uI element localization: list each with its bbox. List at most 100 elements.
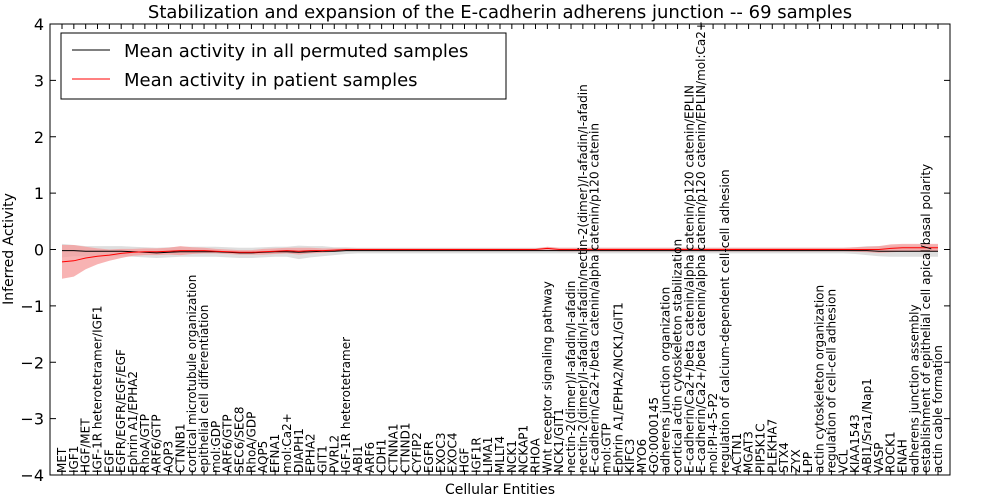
x-tick-label: regulation of cell-cell adhesion <box>825 289 839 473</box>
band-series-1 <box>62 243 938 279</box>
x-tick-label: cortical actin cytoskeleton stabilizatio… <box>671 239 685 473</box>
x-tick-label: EGFR <box>422 441 436 473</box>
x-tick-label: RhoA/GTP <box>138 414 152 473</box>
x-tick-label: mol:GDP <box>209 421 223 473</box>
x-tick-label: ARF6 <box>363 442 377 473</box>
x-tick-label: VASP <box>872 442 886 473</box>
x-tick-label: establishment of epithelial cell apical/… <box>919 164 933 473</box>
line-series-1 <box>61 247 938 263</box>
y-tick-label: 1 <box>34 184 44 203</box>
x-tick-label: GO:0000145 <box>647 397 661 473</box>
x-tick-label: CYFIP2 <box>410 432 424 473</box>
confidence-bands <box>62 243 938 279</box>
y-tick-label: −2 <box>20 353 44 372</box>
y-tick-label: 4 <box>34 15 44 34</box>
x-tick-label: DIAPH1 <box>292 428 306 473</box>
x-tick-label: MET <box>55 447 69 473</box>
x-tick-label: IGF-1R heterotetramer <box>339 337 353 473</box>
x-tick-label: NCKAP1 <box>517 425 531 473</box>
x-tick-label: KIFC3 <box>623 439 637 473</box>
x-tick-label: E-cadherin/Ca2+/beta catenin/alpha caten… <box>588 123 602 473</box>
chart-title: Stabilization and expansion of the E-cad… <box>148 2 852 23</box>
x-tick-label: IGF-1R heterotetramer/IGF1 <box>91 306 105 473</box>
legend-box <box>60 32 507 100</box>
x-tick-label: SEC6/SEC8 <box>233 407 247 473</box>
x-tick-label: MGAT3 <box>742 431 756 473</box>
legend: Mean activity in all permuted samples Me… <box>60 32 507 100</box>
x-tick-label: actin cytoskeleton organization <box>813 285 827 473</box>
y-tick-label: −1 <box>20 297 44 316</box>
x-tick-label: EGF <box>102 449 116 473</box>
legend-label-patient: Mean activity in patient samples <box>124 70 418 91</box>
x-tick-label: E-cadherin/Ca2+/beta catenin/alpha caten… <box>682 85 696 473</box>
x-tick-label: PLEKHA7 <box>765 419 779 473</box>
x-tick-label: nectin-2(dimer)/I-afadin/I-afadin <box>564 281 578 473</box>
x-tick-label: IGF1R <box>469 437 483 473</box>
x-tick-label: HGF/MET <box>79 418 93 473</box>
x-tick-label: AQP5 <box>256 441 270 473</box>
x-tick-label: ABI1/Sra1/Nap1 <box>860 378 874 473</box>
x-tick-label: CTNNA1 <box>387 423 401 473</box>
x-tick-label: NCK1/GIT1 <box>552 408 566 473</box>
x-tick-label: NCK1 <box>505 440 519 473</box>
x-tick-label: MYO6 <box>635 439 649 473</box>
y-tick-label: 2 <box>34 128 44 147</box>
line-series-0 <box>62 250 938 254</box>
x-tick-label: Ephrin A1/EPHA2 <box>126 371 140 473</box>
x-tick-label: ENAH <box>896 439 910 473</box>
x-tick-label: IGF1 <box>67 446 81 473</box>
y-axis-label: Inferred Activity <box>1 193 17 305</box>
x-tick-label: E-cadherin/Ca2+/beta catenin/alpha caten… <box>694 21 708 473</box>
x-tick-label: mol:GTP <box>600 423 614 473</box>
x-tick-label: AQP3 <box>162 441 176 473</box>
x-tick-label: ARF6/GTP <box>221 414 235 473</box>
x-tick-label: EXOC3 <box>434 433 448 474</box>
x-tick-label: LPP <box>801 452 815 473</box>
series-lines <box>61 247 938 263</box>
x-tick-label: STX4 <box>777 442 791 473</box>
x-tick-label: LIMA1 <box>481 437 495 473</box>
y-tick-label: −3 <box>20 410 44 429</box>
x-tick-label: regulation of calcium-dependent cell-cel… <box>718 169 732 473</box>
x-tick-label: VCL <box>836 449 850 473</box>
y-axis: −4 −3 −2 −1 0 1 2 3 4 <box>20 15 950 485</box>
x-tick-label: EXOC4 <box>446 433 460 474</box>
x-tick-label: ABI1 <box>351 445 365 473</box>
band-series-0 <box>62 243 938 260</box>
x-tick-label: actin cable formation <box>931 345 945 473</box>
x-tick-label: nectin-2(dimer)/I-afadin/I-afadin/nectin… <box>576 84 590 473</box>
x-tick-label: RhoA/GDP <box>244 412 258 473</box>
x-tick-label: CDH1 <box>375 439 389 473</box>
x-tick-label: ZYX <box>789 449 803 473</box>
x-tick-label: PIP5K1C <box>753 423 767 473</box>
x-tick-label: CTNND1 <box>398 422 412 473</box>
y-tick-label: 0 <box>34 241 44 260</box>
x-tick-label: Ephrin A1/EPHA2/NCK1/GIT1 <box>611 302 625 473</box>
x-tick-label: ROCK1 <box>884 431 898 473</box>
x-tick-label: adherens junction assembly <box>907 304 921 473</box>
y-tick-label: −4 <box>20 466 44 485</box>
x-tick-label: HGF <box>458 448 472 473</box>
x-tick-label: ACTN1 <box>730 433 744 473</box>
x-tick-label: MLLT4 <box>493 436 507 473</box>
x-tick-label: EGFR/EGFR/EGF/EGF <box>114 349 128 473</box>
x-tick-label: PVRL2 <box>327 435 341 473</box>
x-tick-label: EFNA1 <box>268 434 282 473</box>
x-tick-label: adherens junction organization <box>659 287 673 473</box>
x-tick-label: CTNNB1 <box>173 423 187 473</box>
x-tick-label: EPHA2 <box>304 433 318 473</box>
x-tick-label: ARF6/GTP <box>150 414 164 473</box>
x-tick-label: Wnt receptor signaling pathway <box>540 281 554 473</box>
x-tick-label: KIAA1543 <box>848 414 862 473</box>
x-axis-label: Cellular Entities <box>445 482 555 498</box>
x-tick-label: RHOA <box>529 437 543 473</box>
x-tick-label: GIT1 <box>315 445 329 473</box>
x-tick-label: cortical microtubule organization <box>185 275 199 473</box>
x-tick-label: mol:Ca2+ <box>280 413 294 473</box>
x-tick-label: epithelial cell differentiation <box>197 305 211 473</box>
legend-label-permuted: Mean activity in all permuted samples <box>124 41 468 62</box>
x-tick-label: mol:PI-4-5-P2 <box>706 393 720 473</box>
y-tick-label: 3 <box>34 71 44 90</box>
